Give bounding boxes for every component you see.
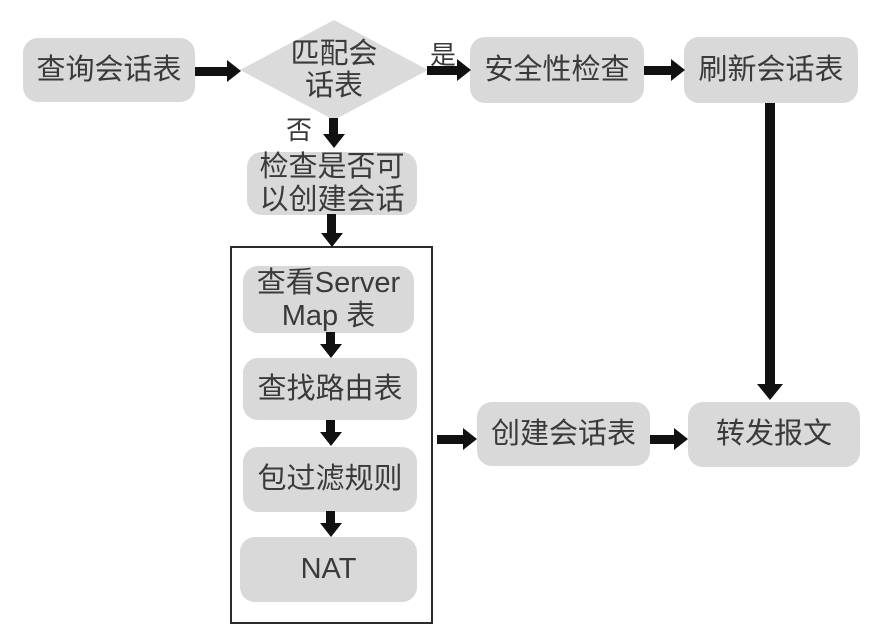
arrow-match-to-check-no [323,118,345,148]
arrow-route-to-filter [320,420,342,446]
node-server-map-table: 查看Server Map 表 [243,266,414,333]
node-route-lookup: 查找路由表 [243,358,417,420]
node-query-session-table: 查询会话表 [23,38,195,102]
arrow-shaft [326,332,335,346]
node-nat: NAT [240,537,417,602]
arrow-head-right-icon [671,59,685,81]
arrow-servermap-to-route [320,332,342,358]
arrow-check-to-group [321,214,343,247]
arrow-shaft [327,214,336,235]
arrow-security-to-refresh [644,59,685,81]
arrow-create-to-forward [650,428,688,450]
node-check-can-create-session: 检查是否可 以创建会话 [247,151,417,216]
process-group-box [230,246,433,624]
arrow-group-to-create [437,428,477,450]
arrow-head-down-icon [323,134,345,148]
arrow-shaft [195,67,228,76]
branch-label-yes: 是 [430,40,457,70]
node-refresh-session-table: 刷新会话表 [684,37,858,103]
arrow-head-down-icon [320,523,342,537]
arrow-shaft [437,435,464,444]
arrow-head-right-icon [674,428,688,450]
arrow-match-to-security-yes [427,59,471,81]
arrow-filter-to-nat [320,511,342,537]
arrow-head-right-icon [227,60,241,82]
node-forward-packet: 转发报文 [688,402,860,467]
decision-match-session-table: 匹配会 话表 [240,20,428,120]
node-packet-filter-rules: 包过滤规则 [243,447,417,512]
arrow-query-to-match [195,60,241,82]
arrow-shaft [329,118,338,136]
arrow-shaft [650,435,675,444]
arrow-head-down-icon [321,233,343,247]
node-create-session-table: 创建会话表 [477,402,650,466]
arrow-shaft [427,66,458,75]
node-security-check: 安全性检查 [470,37,644,103]
arrow-shaft [765,103,775,385]
arrow-refresh-to-forward [757,103,783,400]
arrow-shaft [326,420,335,434]
arrow-head-right-icon [463,428,477,450]
arrow-head-down-icon [320,344,342,358]
arrow-head-right-icon [457,59,471,81]
arrow-head-down-icon [320,432,342,446]
arrow-head-down-icon [757,384,783,400]
arrow-shaft [326,511,335,525]
branch-label-no: 否 [286,115,313,145]
arrow-shaft [644,66,672,75]
